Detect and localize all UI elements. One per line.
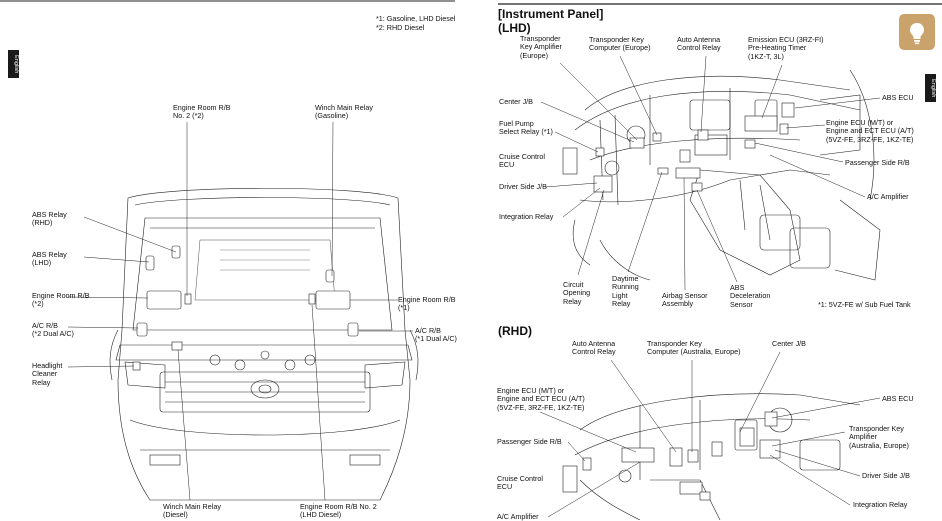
engine-room-drawing (67, 121, 419, 501)
lhd-airbag-sensor: Airbag Sensor Assembly (662, 291, 708, 309)
lhd-drawing (540, 55, 881, 291)
lhd-integration: Integration Relay (499, 212, 554, 221)
rhd-abs-ecu: ABS ECU (882, 394, 914, 403)
lightbulb-icon (910, 23, 924, 45)
rhd-integration: Integration Relay (853, 500, 908, 509)
lhd-cruise-ecu: Cruise Control ECU (499, 152, 545, 170)
rhd-cruise-ecu: Cruise Control ECU (497, 474, 543, 492)
lhd-driver-jb: Driver Side J/B (499, 182, 547, 191)
rhd-engine-ecu: Engine ECU (M/T) or Engine and ECT ECU (… (497, 386, 585, 412)
rhd-passenger-rb: Passenger Side R/B (497, 437, 562, 446)
label-abs-lhd: ABS Relay (LHD) (32, 250, 67, 268)
lhd-transponder-comp: Transponder Key Computer (Europe) (589, 35, 651, 53)
label-winch-gas: Winch Main Relay (Gasoline) (315, 103, 373, 121)
rhd-ac-amp: A/C Amplifier (497, 512, 539, 521)
label-engine-rb-left: Engine Room R/B (*2) (32, 291, 90, 309)
lhd-abs-decel: ABS Deceleration Sensor (730, 283, 771, 309)
lhd-transponder-amp: Transponder Key Amplifier (Europe) (520, 34, 562, 60)
section-title: [Instrument Panel] (498, 7, 604, 21)
lhd-passenger-rb: Passenger Side R/B (845, 158, 910, 167)
lhd-abs-ecu: ABS ECU (882, 93, 914, 102)
label-engine-rb2: Engine Room R/B No. 2 (*2) (173, 103, 231, 121)
rhd-center-jb: Center J/B (772, 339, 806, 348)
language-tab-left: English (8, 50, 19, 79)
label-abs-rhd: ABS Relay (RHD) (32, 210, 67, 228)
language-tab-right: English (925, 74, 936, 103)
lhd-ac-amp: A/C Amplifier (867, 192, 909, 201)
footnote-2: *2: RHD Diesel (376, 23, 425, 32)
label-engine-rb-right: Engine Room R/B (*1) (398, 295, 456, 313)
lhd-emission-ecu: Emission ECU (3RZ-FI) Pre-Heating Timer … (748, 35, 824, 61)
rhd-transponder-amp: Transponder Key Amplifier (Australia, Eu… (849, 424, 909, 450)
label-ac-rb-right: A/C R/B (*1 Dual A/C) (415, 326, 457, 344)
lhd-circuit-opening: Circuit Opening Relay (563, 280, 591, 306)
lhd-daytime-relay: Daytime Running Light Relay (612, 274, 639, 309)
lhd-auto-antenna: Auto Antenna Control Relay (677, 35, 721, 53)
label-headlight-cleaner: Headlight Cleaner Relay (32, 361, 63, 387)
rhd-driver-jb: Driver Side J/B (862, 471, 910, 480)
hint-button[interactable] (899, 14, 935, 50)
footnote-1: *1: Gasoline, LHD Diesel (376, 14, 456, 23)
lhd-heading: (LHD) (498, 21, 531, 35)
rhd-drawing (539, 351, 881, 520)
label-ac-rb-left: A/C R/B (*2 Dual A/C) (32, 321, 74, 339)
label-engine-rb2-lhd: Engine Room R/B No. 2 (LHD Diesel) (300, 502, 377, 520)
label-winch-diesel: Winch Main Relay (Diesel) (163, 502, 221, 520)
rhd-auto-antenna: Auto Antenna Control Relay (572, 339, 616, 357)
lhd-footnote: *1: 5VZ-FE w/ Sub Fuel Tank (818, 300, 911, 309)
lhd-engine-ecu: Engine ECU (M/T) or Engine and ECT ECU (… (826, 118, 914, 144)
rhd-heading: (RHD) (498, 324, 532, 338)
lhd-center-jb: Center J/B (499, 97, 533, 106)
lhd-fuel-pump: Fuel Pump Select Relay (*1) (499, 119, 553, 137)
rhd-transponder-comp: Transponder Key Computer (Australia, Eur… (647, 339, 741, 357)
